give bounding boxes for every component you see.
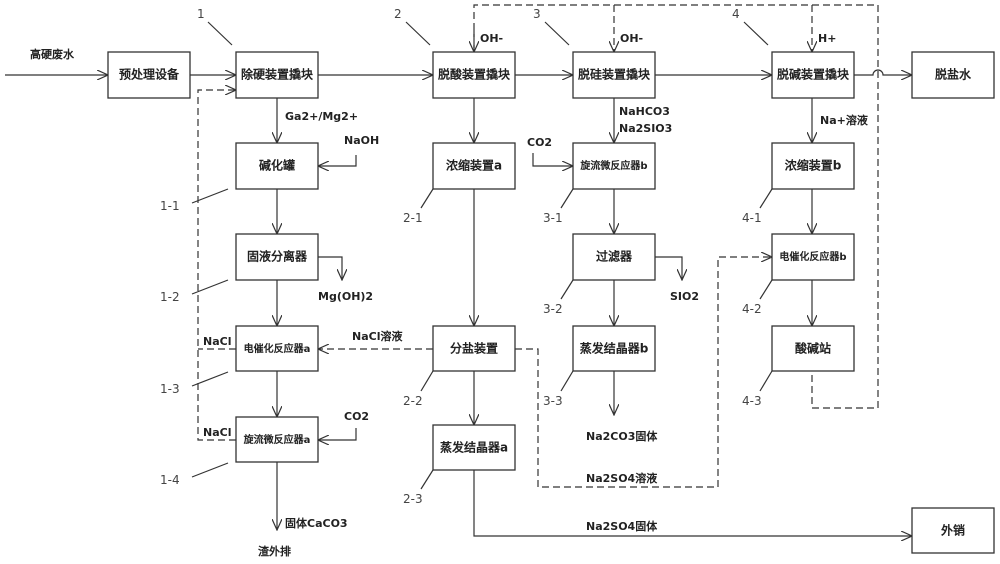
box-label: 脱盐水: [935, 67, 972, 82]
box-desilicon: 脱硅装置撬块: [572, 51, 656, 99]
ref-number: 3-3: [543, 394, 563, 408]
box-label: 旋流微反应器a: [243, 433, 311, 446]
label-sio2: SIO2: [670, 290, 699, 303]
box-label: 过滤器: [596, 249, 633, 264]
box-alkalization-tank: 碱化罐: [235, 142, 319, 190]
box-label: 电催化反应器a: [244, 342, 311, 355]
label-na2co3: Na2CO3固体: [586, 429, 658, 443]
box-label: 固液分离器: [247, 249, 308, 264]
box-salt-separation: 分盐装置: [432, 325, 516, 372]
flow-labels: 高硬废水 Ga2+/Mg2+ NaOH Mg(OH)2 NaCl NaCl Na…: [30, 32, 869, 558]
box-electrocatalytic-a: 电催化反应器a: [235, 325, 319, 372]
ref-number: 1: [197, 7, 205, 21]
box-label: 除硬装置撬块: [241, 67, 314, 82]
label-slag: 渣外排: [258, 544, 291, 558]
box-label: 预处理设备: [119, 67, 180, 82]
label-ca-mg: Ga2+/Mg2+: [285, 110, 358, 123]
box-cyclone-micro-b: 旋流微反应器b: [572, 142, 656, 190]
box-acid-base-station: 酸碱站: [771, 325, 855, 372]
box-deacid: 脱酸装置撬块: [432, 51, 516, 99]
ref-number: 4: [732, 7, 740, 21]
reference-numerals: 1 2 3 4 1-1 1-2 1-3 1-4 2-1 2-2 2-3 3-1 …: [160, 7, 773, 506]
box-label: 脱碱装置撬块: [777, 67, 850, 82]
box-export: 外销: [911, 507, 995, 554]
box-cyclone-micro-a: 旋流微反应器a: [235, 416, 319, 463]
label-h-plus: H+: [818, 32, 836, 45]
label-naoh: NaOH: [344, 134, 379, 147]
box-label: 浓缩装置a: [446, 158, 502, 173]
ref-number: 3-1: [543, 211, 563, 225]
box-hardness-removal: 除硬装置撬块: [235, 51, 319, 99]
ref-number: 3-2: [543, 302, 563, 316]
label-co2-a: CO2: [344, 410, 369, 423]
input-label: 高硬废水: [30, 47, 75, 61]
box-concentrator-a: 浓缩装置a: [432, 142, 516, 190]
label-oh-2: OH-: [620, 32, 643, 45]
dashed-recycle-lines: [197, 4, 879, 488]
box-label: 浓缩装置b: [785, 158, 842, 173]
ref-number: 2-1: [403, 211, 423, 225]
box-label: 分盐装置: [450, 341, 498, 356]
box-label: 外销: [941, 523, 965, 538]
ref-number: 2-2: [403, 394, 423, 408]
ref-number: 4-2: [742, 302, 762, 316]
ref-number: 4-3: [742, 394, 762, 408]
ref-number: 1-4: [160, 473, 180, 487]
box-evaporator-a: 蒸发结晶器a: [432, 424, 516, 471]
label-nahco3: NaHCO3: [619, 105, 670, 118]
label-nacl-solution: NaCl溶液: [352, 329, 403, 343]
label-na2so4-solution: Na2SO4溶液: [586, 471, 658, 485]
box-evaporator-b: 蒸发结晶器b: [572, 325, 656, 372]
label-oh-1: OH-: [480, 32, 503, 45]
label-mgoh2: Mg(OH)2: [318, 290, 373, 303]
solid-flow-lines: [5, 69, 912, 536]
box-label: 蒸发结晶器b: [580, 341, 649, 356]
box-label: 蒸发结晶器a: [440, 440, 508, 455]
box-label: 酸碱站: [795, 341, 831, 356]
box-dealkali: 脱碱装置撬块: [771, 51, 855, 99]
label-na2so4-solid: Na2SO4固体: [586, 519, 658, 533]
label-na-solution: Na+溶液: [820, 113, 869, 127]
ref-number: 1-3: [160, 382, 180, 396]
box-desalted-water: 脱盐水: [911, 51, 995, 99]
ref-number: 4-1: [742, 211, 762, 225]
ref-number: 3: [533, 7, 541, 21]
box-filter: 过滤器: [572, 233, 656, 281]
ref-number: 1-2: [160, 290, 180, 304]
box-electrocatalytic-b: 电催化反应器b: [771, 233, 855, 281]
box-label: 脱硅装置撬块: [578, 67, 651, 82]
label-co2-b: CO2: [527, 136, 552, 149]
box-label: 碱化罐: [259, 158, 295, 173]
ref-number: 2: [394, 7, 402, 21]
label-caco3: 固体CaCO3: [285, 516, 348, 530]
label-na2sio3: Na2SIO3: [619, 122, 672, 135]
label-nacl-2: NaCl: [203, 426, 231, 439]
box-label: 电催化反应器b: [779, 250, 846, 263]
box-solid-liquid-separator: 固液分离器: [235, 233, 319, 281]
box-concentrator-b: 浓缩装置b: [771, 142, 855, 190]
box-label: 脱酸装置撬块: [438, 67, 511, 82]
box-pretreat: 预处理设备: [107, 51, 191, 99]
box-label: 旋流微反应器b: [579, 159, 647, 172]
ref-number: 1-1: [160, 199, 180, 213]
ref-number: 2-3: [403, 492, 423, 506]
label-nacl-1: NaCl: [203, 335, 231, 348]
